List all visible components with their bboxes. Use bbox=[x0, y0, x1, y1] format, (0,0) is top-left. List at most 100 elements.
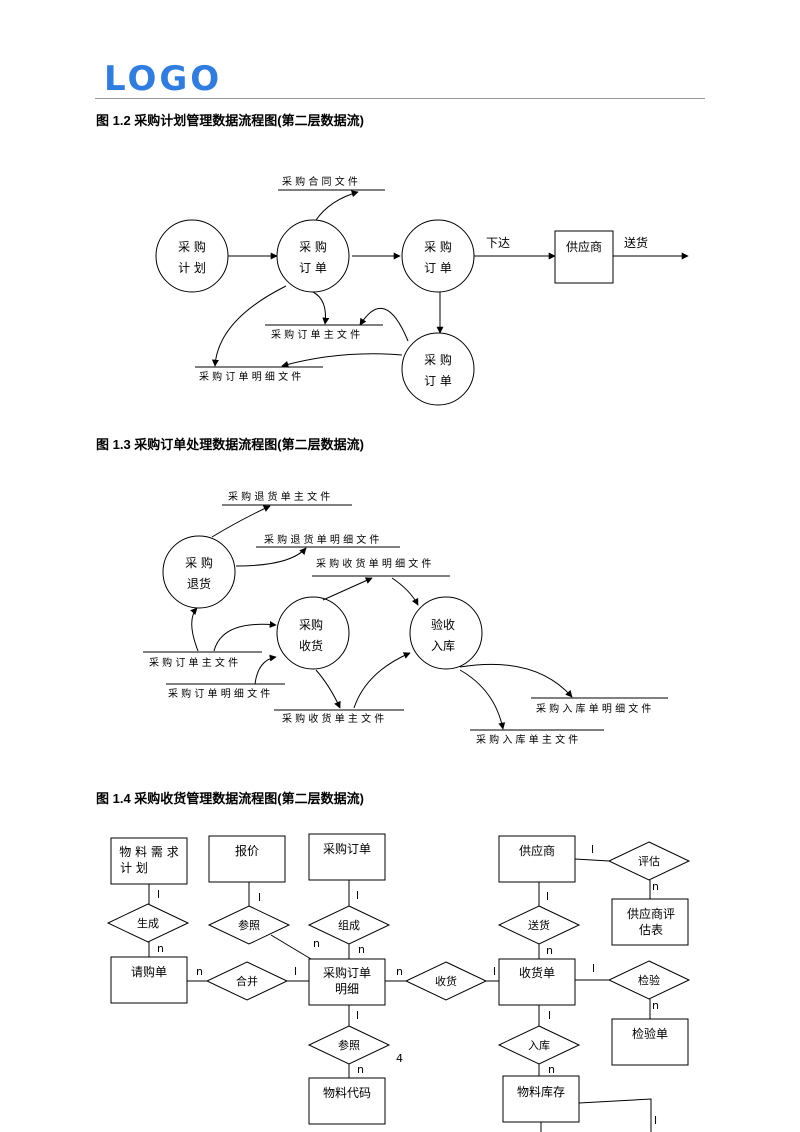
rel-stockin-label: 入库 bbox=[528, 1039, 550, 1052]
flow-receive-to-detail bbox=[322, 577, 373, 601]
card-3: l bbox=[258, 891, 261, 904]
process-order-1-line1: 采 购 bbox=[299, 239, 327, 254]
entity-po-detail-line1: 采购订单 bbox=[323, 965, 371, 980]
process-return-line2: 退货 bbox=[187, 576, 211, 591]
rel-receive-label: 收货 bbox=[435, 974, 457, 988]
process-order-3-line2: 订 单 bbox=[424, 374, 452, 388]
entity-quote-label: 报价 bbox=[235, 843, 259, 858]
store-contract-label: 采 购 合 同 文 件 bbox=[282, 175, 358, 188]
entity-supplier-eval bbox=[611, 898, 689, 946]
entity-receipt-label: 收货单 bbox=[519, 965, 555, 980]
rel-merge-label: 合并 bbox=[236, 974, 258, 988]
process-receive-line2: 收货 bbox=[299, 638, 323, 653]
entity-material-plan-line2: 计 划 bbox=[120, 861, 148, 875]
flow-deliver-label: 送货 bbox=[624, 235, 648, 250]
flow-order-to-receive bbox=[213, 620, 277, 652]
flow-detail-to-inspect bbox=[391, 577, 419, 606]
process-order-2 bbox=[401, 219, 475, 293]
process-inspect bbox=[409, 596, 483, 670]
card-9: l bbox=[591, 843, 594, 856]
logo: LOGO bbox=[104, 59, 223, 99]
card-2: n bbox=[157, 942, 164, 955]
process-plan-line1: 采 购 bbox=[178, 239, 206, 254]
entity-po-detail-line2: 明细 bbox=[335, 982, 359, 996]
entity-supplier-label-2: 供应商 bbox=[519, 843, 555, 858]
entity-receipt bbox=[498, 958, 576, 1006]
rel-inspect-label: 检验 bbox=[638, 973, 660, 987]
entity-requisition bbox=[110, 956, 188, 1004]
entity-inventory bbox=[502, 1075, 580, 1123]
store-stockin-main-label: 采 购 入 库 单 主 文 件 bbox=[476, 733, 578, 746]
rel-merge bbox=[205, 961, 289, 1001]
process-receive bbox=[276, 596, 350, 670]
process-order-1-line2: 订 单 bbox=[299, 261, 327, 275]
figure-1-2-title: 图 1.2 采购计划管理数据流程图(第二层数据流) bbox=[96, 113, 364, 128]
card-15: l bbox=[592, 962, 595, 975]
rel-refer1 bbox=[207, 905, 291, 945]
rel-refer2-label: 参照 bbox=[338, 1038, 360, 1052]
flow-issue-label: 下达 bbox=[486, 236, 510, 250]
card-7: l bbox=[546, 890, 549, 903]
flow-inspect-to-stockin-main bbox=[459, 669, 506, 730]
card-19: l bbox=[548, 1009, 551, 1022]
figure-1-3-diagram bbox=[143, 504, 668, 731]
card-18: n bbox=[357, 1063, 364, 1076]
rel-generate bbox=[106, 903, 190, 943]
process-plan bbox=[155, 219, 229, 293]
card-1: l bbox=[157, 888, 160, 901]
flow-inspect-to-stockin-detail bbox=[459, 663, 573, 698]
process-order-3-line1: 采 购 bbox=[424, 352, 452, 367]
rel-receive bbox=[404, 961, 488, 1001]
entity-material-plan-line1: 物 料 需 求 bbox=[119, 845, 178, 859]
flow-back-to-main bbox=[359, 307, 409, 342]
card-10: n bbox=[652, 880, 659, 893]
process-order-3 bbox=[401, 332, 475, 406]
store-return-main-label: 采 购 退 货 单 主 文 件 bbox=[228, 490, 330, 503]
card-5: l bbox=[356, 889, 359, 902]
rel-evaluate-label: 评估 bbox=[638, 855, 660, 868]
flow-back-to-detail bbox=[281, 353, 403, 368]
entity-po-label: 采购订单 bbox=[323, 841, 371, 856]
flow-main-to-inspect bbox=[353, 652, 411, 709]
flow-to-contract bbox=[315, 190, 359, 221]
flow-receive-to-main bbox=[315, 669, 341, 709]
rel-evaluate bbox=[607, 841, 691, 881]
entity-inspection bbox=[611, 1018, 689, 1066]
figure-1-4-diagram bbox=[106, 833, 691, 1132]
rel-deliver-label: 送货 bbox=[528, 918, 550, 932]
rel-generate-label: 生成 bbox=[137, 916, 159, 930]
store-stockin-detail-label: 采 购 入 库 单 明 细 文 件 bbox=[536, 702, 651, 715]
store-receipt-main-label: 采 购 收 货 单 主 文 件 bbox=[282, 712, 384, 725]
store-order-detail-label-2: 采 购 订 单 明 细 文 件 bbox=[168, 687, 270, 700]
flow-to-order-detail bbox=[211, 285, 287, 367]
card-4: n bbox=[313, 937, 320, 950]
entity-supplier-box bbox=[554, 230, 614, 284]
card-6: n bbox=[358, 943, 365, 956]
flow-to-order-main bbox=[312, 291, 330, 325]
card-21: l bbox=[654, 1114, 657, 1127]
entity-po bbox=[308, 833, 386, 881]
figure-1-4-title: 图 1.4 采购收货管理数据流程图(第二层数据流) bbox=[96, 791, 364, 806]
entity-inspection-label: 检验单 bbox=[632, 1026, 668, 1041]
process-return-line1: 采 购 bbox=[185, 555, 213, 570]
rel-compose-label: 组成 bbox=[338, 918, 360, 932]
entity-supplier-label: 供应商 bbox=[566, 239, 602, 254]
store-return-detail-label: 采 购 退 货 单 明 细 文 件 bbox=[264, 533, 379, 546]
process-inspect-line2: 入库 bbox=[431, 638, 455, 653]
figure-1-3-title: 图 1.3 采购订单处理数据流程图(第二层数据流) bbox=[96, 437, 364, 452]
entity-material-code bbox=[308, 1077, 386, 1125]
store-order-detail-label: 采 购 订 单 明 细 文 件 bbox=[199, 370, 301, 383]
flow-order-to-return bbox=[190, 607, 199, 652]
card-14: l bbox=[493, 965, 496, 978]
card-13: n bbox=[396, 965, 403, 978]
entity-requisition-label: 请购单 bbox=[131, 964, 167, 979]
rel-refer1-label: 参照 bbox=[238, 918, 260, 932]
flow-return-to-main bbox=[211, 505, 271, 538]
rel-inspect bbox=[607, 960, 691, 1000]
process-plan-line2: 计 划 bbox=[178, 261, 206, 275]
figure-1-2-diagram bbox=[155, 189, 689, 406]
process-receive-line1: 采购 bbox=[299, 617, 323, 632]
store-order-main-label: 采 购 订 单 主 文 件 bbox=[271, 328, 360, 341]
